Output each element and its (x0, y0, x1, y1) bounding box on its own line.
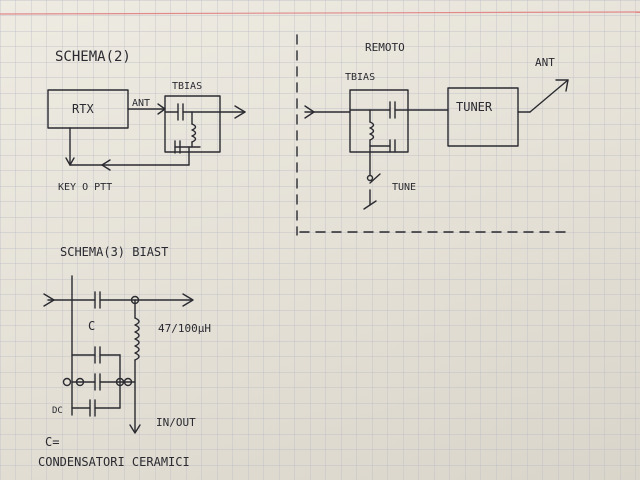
inductor (369, 121, 375, 141)
schema3-title: SCHEMA(3) BIAST (60, 245, 168, 259)
schema2-title: SCHEMA(2) (55, 49, 131, 65)
output-arrow (182, 293, 194, 307)
schema2-drawing (47, 89, 246, 171)
input-arrow (304, 105, 315, 119)
antenna-label: ANT (535, 56, 555, 69)
legend-c-equals: C= (45, 435, 59, 449)
dc-label: DC (52, 406, 63, 416)
remote-drawing (304, 79, 569, 210)
tbias-label: TBIAS (172, 81, 202, 92)
remote-tbias-label: TBIAS (345, 72, 375, 83)
tune-label: TUNE (392, 182, 416, 193)
io-arrow (129, 424, 141, 434)
tune-switch (369, 173, 381, 184)
node (123, 377, 133, 387)
inductor-value-label: 47/100µH (158, 322, 211, 335)
node (75, 377, 85, 387)
capacitor-c-label: C (88, 319, 95, 333)
remote-tbias-box (349, 89, 409, 153)
legend-ceramic-capacitors: CONDENSATORI CERAMICI (38, 455, 190, 469)
input-arrow (43, 293, 55, 307)
top-margin-line (0, 11, 640, 15)
tuner-box (447, 87, 519, 147)
remote-title: REMOTO (365, 41, 405, 54)
inductor (191, 123, 197, 143)
switch-contact (366, 174, 374, 182)
rf-arrow (234, 105, 246, 119)
inductor (134, 317, 140, 361)
key-ptt-label: KEY O PTT (58, 182, 112, 193)
in-out-label: IN/OUT (156, 416, 196, 429)
tbias-box (164, 95, 221, 153)
tuner-label: TUNER (456, 100, 493, 114)
antenna (529, 79, 569, 113)
dc-arrow (101, 159, 111, 171)
node (62, 377, 72, 387)
node (115, 377, 125, 387)
rtx-label: RTX (72, 102, 94, 116)
ground-mark (363, 200, 377, 210)
ant-label: ANT (132, 98, 150, 109)
schema3-drawing (43, 275, 194, 434)
